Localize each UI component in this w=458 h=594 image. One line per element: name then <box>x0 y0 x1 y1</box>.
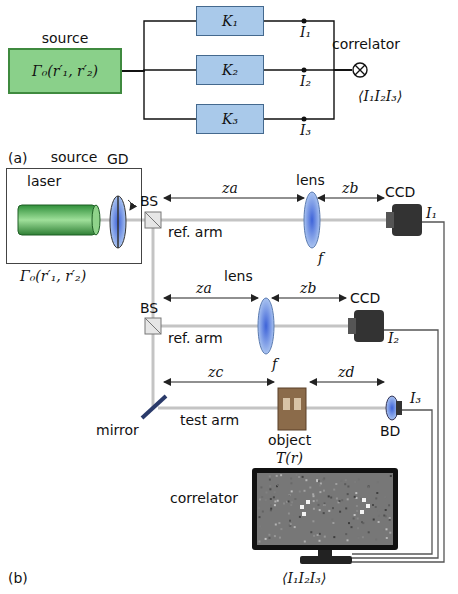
signal-label: I₁ <box>426 205 437 221</box>
arm-label: ref. arm <box>168 330 223 346</box>
ccd-camera <box>348 204 422 342</box>
junction-dot <box>302 19 307 24</box>
signal-line <box>122 21 196 71</box>
distance-label: zb <box>342 180 358 196</box>
distance-label: za <box>222 180 238 196</box>
node-text: source <box>51 149 98 165</box>
component-label: mirror <box>96 422 139 438</box>
distance-label: zb <box>300 280 316 296</box>
component-label: correlator <box>170 490 238 506</box>
lens-symbol <box>304 192 320 248</box>
transmission-label: T(r) <box>276 450 303 466</box>
component-label: lens <box>224 268 253 284</box>
coherence-label: Γ₀(r′₁, r′₂) <box>20 268 86 284</box>
source-frame: sourcelaserGD <box>6 168 142 264</box>
component-label: lens <box>296 172 325 188</box>
kernel-box: K₂ <box>196 55 264 85</box>
node-text: source <box>42 30 89 46</box>
signal-label: I₂ <box>388 330 399 346</box>
arm-label: ref. arm <box>168 224 223 240</box>
junction-dot <box>302 68 307 73</box>
light-beams <box>95 220 390 408</box>
distance-arrow <box>164 198 384 382</box>
signal-label: I₂ <box>300 73 311 89</box>
node-text: K₁ <box>222 13 238 29</box>
signal-line <box>264 70 352 119</box>
laser-symbol <box>18 205 100 235</box>
focal-label: f <box>272 356 277 372</box>
correlator-monitor <box>252 468 398 564</box>
panel-label: (b) <box>8 570 28 586</box>
mirror-symbol <box>142 396 166 418</box>
object-mask <box>278 388 306 430</box>
node-text: K₃ <box>222 111 238 127</box>
junction-dot <box>302 117 307 122</box>
signal-label: I₃ <box>300 122 311 138</box>
distance-label: zc <box>208 364 223 380</box>
correlator-node: correlator⟨I₁I₂I₃⟩ <box>352 62 368 78</box>
bucket-detector <box>386 396 402 420</box>
output-label: ⟨I₁I₂I₃⟩ <box>282 570 326 586</box>
component-label: object <box>268 432 311 448</box>
component-label: BS <box>140 193 158 209</box>
node-text: correlator <box>332 36 400 52</box>
signal-label: I₁ <box>300 24 311 40</box>
focal-label: f <box>318 250 323 266</box>
diffuser-disc <box>110 196 132 248</box>
component-label: BD <box>380 423 400 439</box>
multiply-symbol <box>352 62 368 78</box>
component-label: CCD <box>385 184 415 200</box>
lens-symbol <box>258 298 274 354</box>
node-text: Γ₀(r′₁, r′₂) <box>32 63 98 79</box>
arm-label: test arm <box>180 412 239 428</box>
component-label: CCD <box>350 290 380 306</box>
panel-label: (a) <box>8 150 28 166</box>
node-text: laser <box>27 173 61 189</box>
source-box: sourceΓ₀(r′₁, r′₂) <box>8 48 122 94</box>
kernel-box: K₁ <box>196 6 264 36</box>
node-text: K₂ <box>222 62 238 78</box>
signal-label: I₃ <box>410 390 421 406</box>
kernel-box: K₃ <box>196 104 264 134</box>
distance-label: za <box>196 280 212 296</box>
component-label: BS <box>140 300 158 316</box>
node-text: GD <box>107 151 129 167</box>
node-text: ⟨I₁I₂I₃⟩ <box>358 88 402 104</box>
signal-line <box>122 71 196 119</box>
distance-label: zd <box>338 364 354 380</box>
